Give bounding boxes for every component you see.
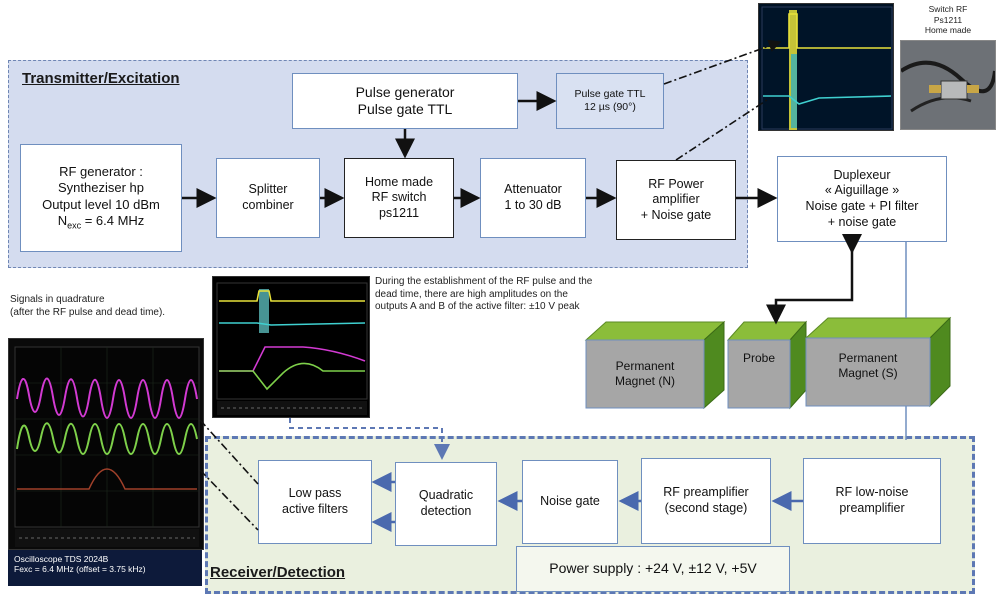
transmitter-title: Transmitter/Excitation [22, 70, 180, 87]
rf-low-noise-preamplifier-block: RF low-noise preamplifier [803, 458, 941, 544]
switch-photo [899, 40, 997, 130]
dashdot-ttl-to-scope [663, 39, 782, 85]
magnet-s-label: Permanent Magnet (S) [838, 351, 898, 380]
quadratic-detection-block: Quadratic detection [395, 462, 497, 546]
low-pass-filters-block: Low pass active filters [258, 460, 372, 544]
splitter-combiner-block: Splitter combiner [216, 158, 320, 238]
noise-gate-block: Noise gate [522, 460, 618, 544]
quadrature-traces [14, 346, 200, 547]
switch-photo-label: Switch RF Ps1211 Home made [924, 4, 972, 36]
pulse-gate-ttl-block: Pulse gate TTL 12 µs (90°) [556, 73, 664, 129]
excitation-frequency: Nexc = 6.4 MHz [57, 212, 145, 231]
green-trace [16, 422, 198, 455]
dashdot-scope-to-filter-a [199, 419, 259, 485]
rf-switch-block: Home made RF switch ps1211 [344, 158, 454, 238]
magenta-trace [16, 377, 198, 419]
gate-traces [761, 6, 893, 130]
power-supply-block: Power supply : +24 V, ±12 V, +5V [516, 546, 790, 592]
magnet-n-front [585, 339, 705, 409]
oscilloscope-quadrature-screen [8, 338, 204, 550]
oscilloscope-rf-pulse-screen [212, 276, 370, 418]
arrow-duplexeur-probe [766, 234, 862, 325]
magnet-s-front [805, 337, 931, 407]
attenuator-block: Attenuator 1 to 30 dB [480, 158, 586, 238]
probe-front [727, 339, 791, 409]
duplexeur-block: Duplexeur « Aiguillage » Noise gate + PI… [777, 156, 947, 242]
probe-label: Probe [742, 350, 776, 365]
red-trace [17, 468, 197, 490]
rf-power-amplifier-block: RF Power amplifier + Noise gate [616, 160, 736, 240]
receiver-title: Receiver/Detection [210, 564, 346, 581]
dashed-probe-to-quadratic [289, 418, 450, 460]
dashdot-amplifier-to-scope [675, 97, 771, 161]
scope-caption: Oscilloscope TDS 2024B Fexc = 6.4 MHz (o… [8, 550, 202, 586]
rf-pulse-note: During the establishment of the RF pulse… [375, 276, 593, 312]
oscilloscope-gate-screen [758, 3, 894, 131]
dashdot-scope-to-filter-b [199, 469, 259, 531]
quadrature-note: Signals in quadrature (after the RF puls… [10, 294, 166, 318]
magnet-n-label: Permanent Magnet (N) [614, 359, 676, 388]
pulse-generator-block: Pulse generator Pulse gate TTL [292, 73, 518, 129]
rf-pulse-traces [216, 282, 368, 415]
rf-preamplifier-block: RF preamplifier (second stage) [641, 458, 771, 544]
rf-generator-block: RF generator : Syntheziser hp Output lev… [20, 144, 182, 252]
switch-photo-drawing [899, 41, 997, 129]
